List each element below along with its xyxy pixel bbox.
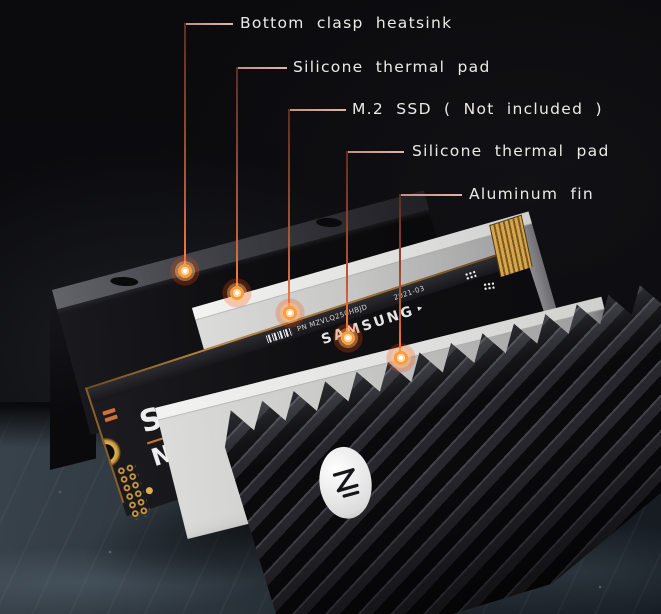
callout-line-4 bbox=[347, 151, 404, 153]
callout-line-1 bbox=[184, 23, 186, 271]
glow-dot-icon-ssd bbox=[275, 298, 305, 328]
callout-label-bottom-clasp: Bottom clasp heatsink bbox=[240, 14, 453, 32]
callout-line-3 bbox=[289, 109, 346, 111]
callout-label-m2-ssd: M.2 SSD ( Not included ) bbox=[352, 100, 603, 118]
callout-line-4 bbox=[346, 151, 348, 338]
ez-logo-glyph bbox=[329, 464, 363, 501]
qr-sticker-icon bbox=[482, 281, 495, 291]
callout-line-5 bbox=[399, 194, 401, 358]
brand-logo-icon bbox=[315, 444, 375, 522]
ssd-gold-via bbox=[144, 486, 154, 496]
samsung-arrow-icon: ▸ bbox=[416, 302, 427, 315]
ssd-solder-pads bbox=[102, 407, 118, 423]
callout-line-1 bbox=[185, 23, 233, 25]
barcode-icon bbox=[265, 327, 293, 343]
aluminum-fin-heatsink bbox=[215, 278, 661, 614]
callout-line-2 bbox=[237, 67, 287, 69]
callout-line-2 bbox=[236, 67, 238, 293]
callout-label-thermal-pad-front: Silicone thermal pad bbox=[412, 142, 610, 160]
glow-dot-icon-clasp bbox=[170, 256, 200, 286]
callout-line-3 bbox=[288, 109, 290, 313]
callout-label-aluminum-fin: Aluminum fin bbox=[469, 185, 594, 203]
callout-label-thermal-pad-rear: Silicone thermal pad bbox=[293, 58, 491, 76]
callout-line-5 bbox=[400, 194, 462, 196]
glow-dot-icon-pad-rear bbox=[222, 278, 252, 308]
qr-sticker-icon bbox=[464, 269, 478, 281]
glow-dot-icon-pad-front bbox=[333, 323, 363, 353]
glow-dot-icon-fin bbox=[386, 343, 416, 373]
